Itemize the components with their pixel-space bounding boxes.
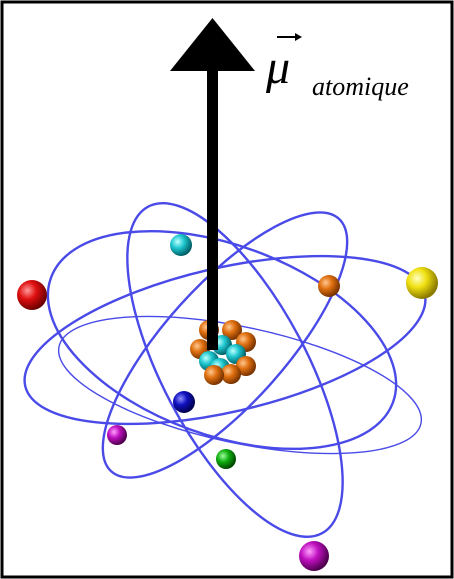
electron-magenta-large	[299, 541, 329, 571]
electron-magenta-small	[107, 425, 127, 445]
electron-cyan	[170, 234, 192, 256]
vector-arrow-head	[295, 33, 302, 41]
proton	[236, 356, 256, 376]
arrow-head	[170, 18, 255, 71]
orbit-4	[101, 211, 349, 479]
electron-green	[216, 449, 236, 469]
electron-orange	[318, 275, 340, 297]
proton	[222, 320, 242, 340]
label-symbol: μ	[265, 41, 290, 94]
orbit-2	[46, 229, 398, 451]
orbit-5	[57, 315, 423, 455]
orbit-3	[126, 201, 344, 539]
electron-red	[17, 280, 47, 310]
proton	[204, 365, 224, 385]
electron-yellow	[406, 267, 438, 299]
electron-blue	[173, 391, 195, 413]
atomic-nucleus-icon	[190, 320, 256, 385]
magnetic-moment-arrow-icon	[170, 18, 255, 350]
label-subscript: atomique	[312, 72, 409, 101]
electrons	[17, 234, 438, 571]
arrow-shaft	[207, 66, 218, 350]
proton	[221, 364, 241, 384]
magnetic-moment-label: μ atomique	[265, 33, 409, 101]
